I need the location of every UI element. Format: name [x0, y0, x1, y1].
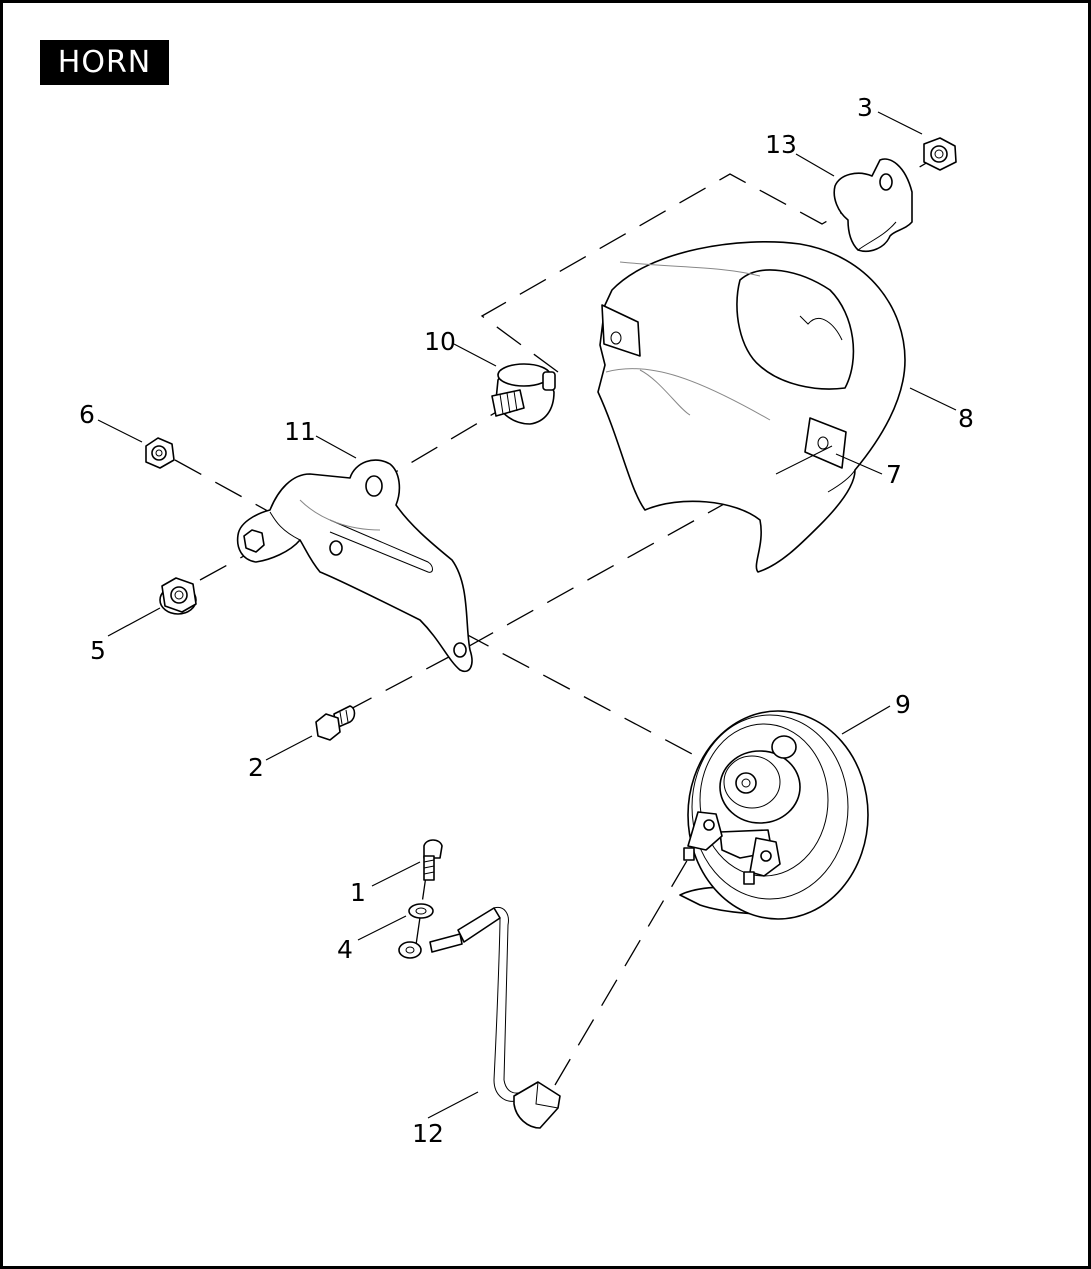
callout-8: 8: [958, 404, 974, 433]
clip-bracket-part-13: [833, 158, 913, 252]
rubber-mount-part-10: [491, 363, 556, 425]
leader-12: [427, 1091, 479, 1119]
leader-8: [909, 387, 957, 411]
leader-1: [371, 861, 421, 887]
horn-cover-part-8: [597, 241, 906, 573]
callout-9: 9: [895, 690, 911, 719]
leader-9: [841, 705, 891, 735]
lock-washer-part-4: [408, 903, 434, 919]
leader-13: [795, 153, 835, 177]
callout-6: 6: [79, 400, 95, 429]
leader-3: [877, 111, 923, 135]
callout-numbers: 1 2 3 4 5 6 7 8 9 10 11 12 13: [79, 93, 974, 1148]
page-title: HORN: [40, 40, 169, 85]
leader-lines: [97, 111, 957, 1119]
callout-7: 7: [886, 460, 902, 489]
ground-wire-part-12: [398, 906, 561, 1129]
flange-nut-part-5: [159, 577, 197, 615]
callout-4: 4: [337, 935, 353, 964]
callout-11: 11: [284, 417, 316, 446]
leader-2: [265, 735, 313, 761]
callout-1: 1: [350, 878, 366, 907]
bolt-part-2: [315, 705, 356, 741]
leader-10: [453, 343, 497, 367]
leader-7: [835, 453, 883, 475]
callout-12: 12: [412, 1119, 444, 1148]
leader-4: [357, 915, 407, 941]
horn-part-9: [679, 710, 869, 920]
callout-3: 3: [857, 93, 873, 122]
screw-part-1: [423, 839, 443, 881]
callout-2: 2: [248, 753, 264, 782]
callout-10: 10: [424, 327, 456, 356]
callout-13: 13: [765, 130, 797, 159]
leader-5: [107, 607, 161, 637]
dash-line-horn-9: [461, 631, 746, 783]
nut-part-6: [145, 437, 175, 469]
nut-part-3: [923, 137, 957, 171]
dash-line-wire-12: [554, 829, 706, 1086]
leader-11: [315, 435, 357, 459]
leader-6: [97, 419, 143, 443]
mounting-bracket-part-11: [236, 459, 473, 672]
callout-5: 5: [90, 636, 106, 665]
